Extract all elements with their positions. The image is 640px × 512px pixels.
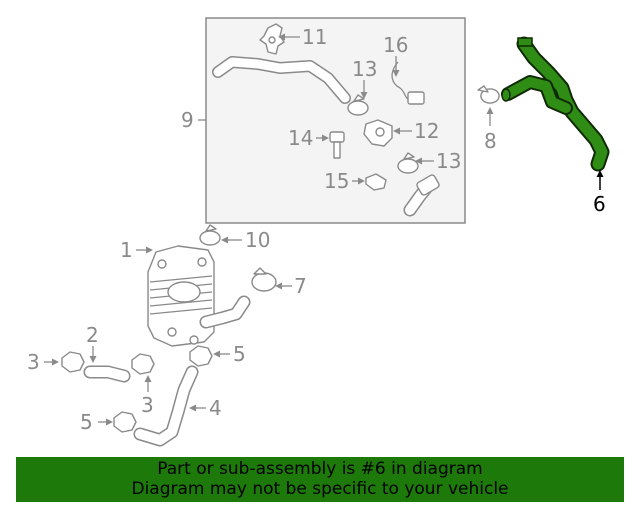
callout-3-center: 3 (141, 393, 154, 417)
info-banner: Part or sub-assembly is #6 in diagram Di… (16, 457, 624, 502)
callout-16: 16 (383, 33, 408, 57)
part-3-clamp-center[interactable] (131, 353, 155, 375)
part-13-clamp-upper[interactable] (347, 94, 369, 116)
callout-5-left: 5 (80, 410, 93, 434)
callout-1: 1 (120, 238, 133, 262)
part-8-clamp[interactable] (477, 85, 500, 104)
callout-8: 8 (484, 129, 497, 153)
cooler-outlet-pipe[interactable] (199, 295, 251, 329)
callout-15: 15 (324, 169, 349, 193)
banner-line-1: Part or sub-assembly is #6 in diagram (157, 459, 483, 479)
part-16-wire[interactable] (391, 61, 425, 105)
part-4-hose[interactable] (133, 365, 199, 447)
part-3-clamp-left[interactable] (61, 351, 85, 373)
callout-13-upper: 13 (352, 57, 377, 81)
callout-3-left: 3 (27, 350, 40, 374)
part-7-clamp[interactable] (251, 267, 277, 292)
part-15-clip[interactable] (365, 173, 387, 191)
callout-12: 12 (414, 119, 439, 143)
part-12-fitting[interactable] (363, 119, 393, 147)
callout-9: 9 (181, 108, 194, 132)
part-5-clamp-right[interactable] (189, 345, 213, 367)
part-14-bolt[interactable] (329, 131, 345, 159)
callout-6: 6 (593, 192, 606, 216)
callout-13-lower: 13 (436, 149, 461, 173)
part-5-clamp-left[interactable] (113, 411, 137, 433)
callout-14: 14 (288, 126, 313, 150)
callout-10: 10 (245, 228, 270, 252)
part-13-clamp-lower[interactable] (397, 152, 419, 174)
callout-2: 2 (86, 323, 99, 347)
callout-5-right: 5 (233, 342, 246, 366)
callout-labels: 11 16 13 9 14 12 13 15 8 6 10 1 7 2 3 5 … (27, 25, 606, 434)
box-upper-pipe[interactable] (212, 56, 351, 104)
box-elbow-pipe[interactable] (403, 174, 440, 217)
callout-11: 11 (302, 25, 327, 49)
part-6-hose[interactable] (501, 36, 610, 172)
callout-7: 7 (294, 274, 307, 298)
part-10-clamp[interactable] (199, 224, 221, 246)
leader-lines (44, 33, 604, 426)
part-2-hose[interactable] (83, 365, 131, 383)
part-1-oil-cooler[interactable] (147, 245, 215, 347)
callout-4: 4 (209, 396, 222, 420)
part-11-sensor[interactable] (259, 23, 285, 55)
banner-line-2: Diagram may not be specific to your vehi… (131, 479, 509, 499)
